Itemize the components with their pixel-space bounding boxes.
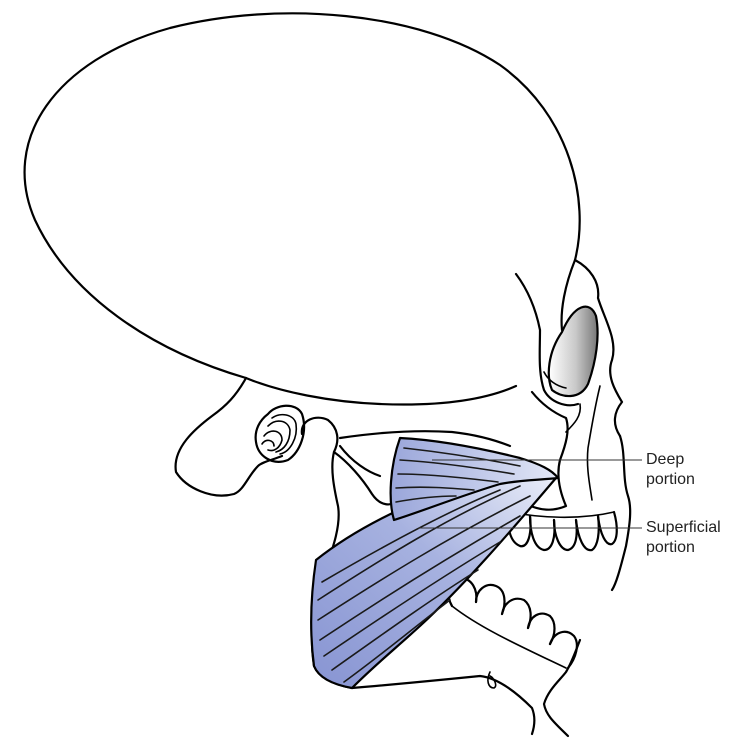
deep-portion-label: Deep portion bbox=[646, 450, 695, 490]
mastoid-process bbox=[176, 378, 282, 496]
deep-label-line2: portion bbox=[646, 470, 695, 490]
nasal-cavity-line bbox=[587, 386, 600, 500]
cranium-outline bbox=[25, 13, 580, 378]
upper-teeth bbox=[508, 512, 616, 550]
temporal-line bbox=[246, 378, 516, 404]
superficial-label-line1: Superficial bbox=[646, 518, 721, 538]
superficial-label-line2: portion bbox=[646, 538, 721, 558]
orbit bbox=[549, 307, 598, 396]
superficial-portion-label: Superficial portion bbox=[646, 518, 721, 558]
lower-teeth bbox=[449, 578, 577, 668]
mandible-body bbox=[352, 676, 534, 734]
ear-canal-ring-4 bbox=[262, 440, 274, 446]
deep-label-line1: Deep bbox=[646, 450, 695, 470]
